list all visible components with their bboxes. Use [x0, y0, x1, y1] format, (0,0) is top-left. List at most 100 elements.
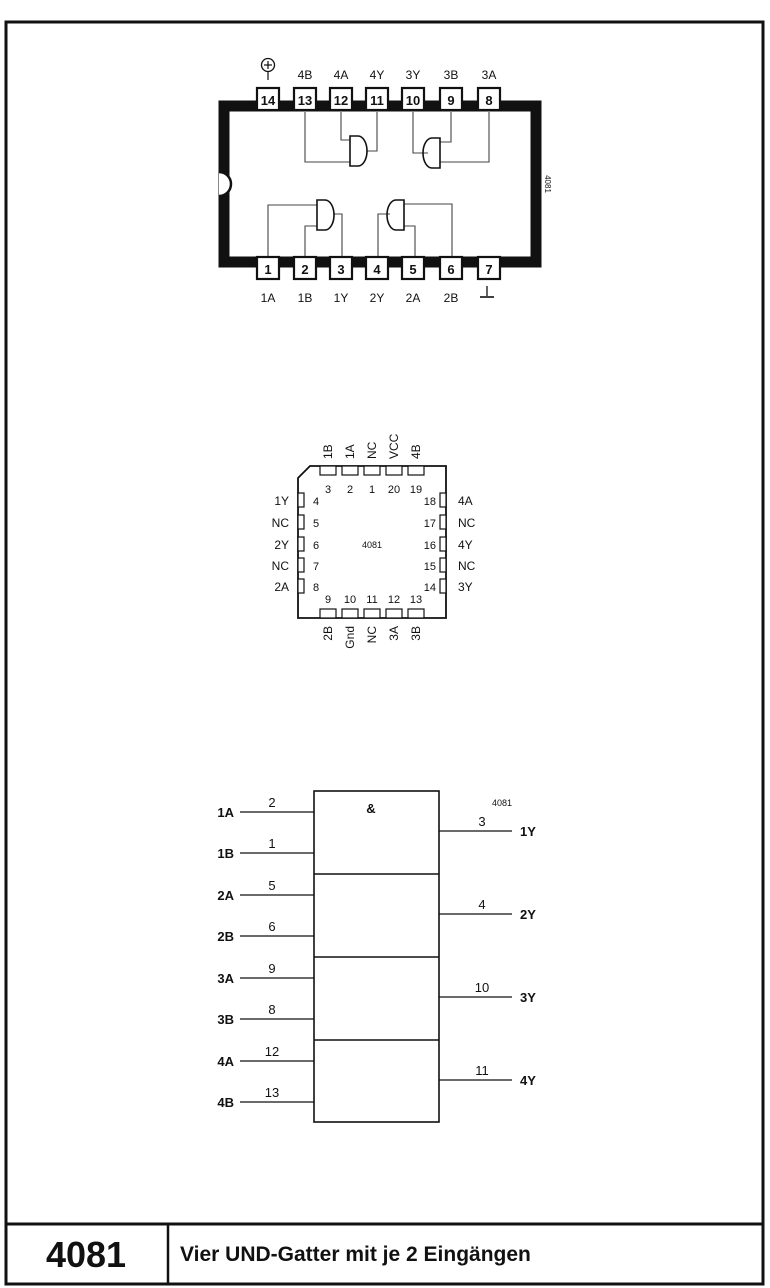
dip-pin-box [400, 255, 426, 281]
dip-pin-box [438, 86, 464, 112]
input-label: 3A [217, 971, 234, 986]
dip-pin-box [255, 255, 281, 281]
dip-pin-label: 1Y [334, 291, 349, 305]
input-pin-number: 9 [268, 961, 275, 976]
plcc-pin-pad [407, 608, 425, 619]
dip-pin-box [476, 255, 502, 281]
plcc-pin-number: 5 [313, 518, 319, 530]
output-pin-number: 10 [475, 980, 489, 995]
plcc-pin-pad [297, 514, 305, 530]
dip-pin-box [328, 86, 354, 112]
dip-pin-number: 2 [301, 262, 308, 277]
plcc-pin-number: 17 [424, 518, 436, 530]
plcc-pin-pad [297, 492, 305, 508]
plcc-pin-label: NC [272, 559, 290, 573]
plcc-pin-label: NC [365, 441, 379, 459]
plcc-pin-number: 20 [388, 484, 400, 496]
plcc-pin-pad [439, 514, 447, 530]
plcc-pin-label: 4Y [458, 538, 473, 552]
output-pin-number: 4 [478, 897, 485, 912]
input-label: 3B [217, 1012, 234, 1027]
plcc-pin-label: 2A [274, 580, 289, 594]
plcc-pin-number: 14 [424, 582, 436, 594]
dip-pin-number: 8 [485, 93, 492, 108]
plcc-pin-number: 11 [366, 594, 377, 606]
plcc-pin-number: 19 [410, 484, 422, 496]
plcc-pin-pad [363, 465, 381, 476]
dip-pin-box [476, 86, 502, 112]
dip-pin-number: 7 [485, 262, 492, 277]
page-frame [4, 20, 765, 1286]
plcc-pin-number: 2 [347, 484, 353, 496]
input-label: 2B [217, 929, 234, 944]
plcc-pin-number: 13 [410, 594, 422, 606]
input-pin-number: 12 [265, 1044, 279, 1059]
dip-pin-label: 1B [298, 291, 313, 305]
plcc-pin-pad [363, 608, 381, 619]
dip-pin-box [292, 86, 318, 112]
plcc-pin-pad [319, 465, 337, 476]
plcc-pin-pad [319, 608, 337, 619]
and-symbol: & [366, 801, 375, 816]
dip-pin-label: 1A [261, 291, 276, 305]
plcc-pin-pad [297, 536, 305, 552]
plcc-pin-number: 1 [369, 484, 375, 496]
dip-pin-box [364, 86, 390, 112]
output-label: 1Y [520, 824, 536, 839]
plcc-pin-label: 4A [458, 494, 473, 508]
plcc-center-label: 4081 [362, 540, 382, 550]
dip-pin-number: 12 [334, 93, 348, 108]
plcc-pin-pad [297, 578, 305, 594]
output-pin-number: 11 [475, 1063, 489, 1078]
dip-pin-box [438, 255, 464, 281]
plcc-pin-pad [439, 536, 447, 552]
dip-pin-number: 4 [373, 262, 381, 277]
logic-part-label: 4081 [492, 798, 512, 808]
plcc-pin-number: 12 [388, 594, 400, 606]
dip-pin-box [255, 86, 281, 112]
output-label: 3Y [520, 990, 536, 1005]
plcc-pin-number: 3 [325, 484, 331, 496]
plcc-pin-pad [439, 578, 447, 594]
plcc-pin-number: 9 [325, 594, 331, 606]
dip-body [218, 100, 542, 268]
dip-pin-number: 3 [337, 262, 344, 277]
footer-part-number: 4081 [45, 1234, 127, 1275]
plcc-pin-pad [297, 557, 305, 573]
plcc-pin-label: 1B [321, 444, 335, 459]
dip-pin-number: 14 [261, 93, 276, 108]
dip-pin-label: 2B [444, 291, 459, 305]
dip-notch [218, 170, 233, 198]
dip-pin-label: 4Y [370, 68, 385, 82]
dip-pin-box [292, 255, 318, 281]
plcc-pin-label: 1Y [274, 494, 289, 508]
plcc-pin-number: 18 [424, 496, 436, 508]
plcc-pin-pad [439, 492, 447, 508]
logic-symbol-diagram: & 4081 1A1B2131Y2A2B5642Y3A3B98103Y4A4B1… [217, 790, 536, 1123]
dip-pin-box [328, 255, 354, 281]
input-pin-number: 6 [268, 919, 275, 934]
plcc-pin-label: 2B [321, 626, 335, 641]
footer-title: Vier UND-Gatter mit je 2 Eingängen [180, 1243, 531, 1266]
plcc-pin-label: VCC [387, 433, 401, 459]
plcc-pin-label: 3B [409, 626, 423, 641]
dip-pin-number: 10 [406, 93, 420, 108]
plcc-pin-number: 7 [313, 561, 319, 573]
dip-pin-number: 5 [409, 262, 416, 277]
plcc-pin-label: 1A [343, 444, 357, 459]
input-label: 1A [217, 805, 234, 820]
plcc-pin-pad [407, 465, 425, 476]
vcc-symbol-icon [260, 57, 276, 80]
dip-pin-label: 4A [334, 68, 349, 82]
dip-pin-label: 3B [444, 68, 459, 82]
plcc-pin-number: 4 [313, 496, 319, 508]
plcc-pin-label: NC [365, 626, 379, 644]
ground-symbol-icon [480, 286, 494, 298]
